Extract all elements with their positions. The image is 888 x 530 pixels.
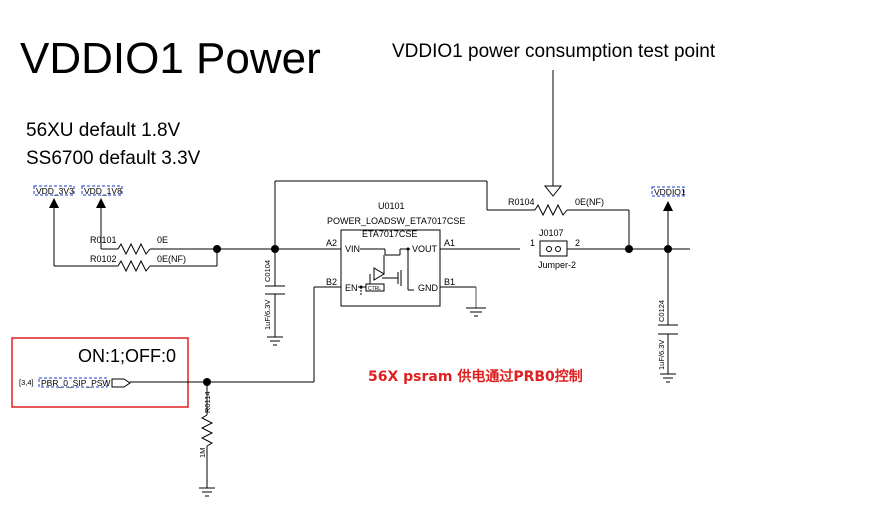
svg-text:Jumper-2: Jumper-2: [538, 260, 576, 270]
page-title: VDDIO1 Power: [20, 34, 321, 83]
svg-text:R0101: R0101: [90, 235, 117, 245]
port-icon: [111, 378, 131, 388]
note-test-point: VDDIO1 power consumption test point: [392, 41, 716, 62]
resistor-r0101: R0101 0E: [90, 235, 275, 256]
svg-text:VOUT: VOUT: [412, 244, 438, 254]
resistor-r0104: R0104 0E(NF): [487, 197, 630, 249]
pin-b1: B1: [444, 277, 455, 287]
highlight-box: [11, 337, 189, 408]
svg-text:0E: 0E: [157, 235, 168, 245]
junction-dot: [625, 245, 633, 253]
note-ss6700-default: SS6700 default 3.3V: [26, 148, 201, 169]
enable-state-note: ON:1;OFF:0: [78, 346, 176, 366]
svg-text:VDD_1V8: VDD_1V8: [84, 186, 122, 196]
svg-text:R0114: R0114: [203, 391, 212, 413]
svg-text:C0124: C0124: [657, 300, 666, 322]
svg-text:1M: 1M: [198, 448, 207, 458]
svg-text:VIN: VIN: [345, 244, 360, 254]
svg-text:POWER_LOADSW_ETA7017CSE: POWER_LOADSW_ETA7017CSE: [327, 216, 465, 226]
svg-text:VDDIO1: VDDIO1: [654, 187, 686, 197]
ground-icon: [466, 287, 486, 317]
svg-text:R0102: R0102: [90, 254, 117, 264]
svg-text:1: 1: [530, 238, 535, 248]
svg-text:U0101: U0101: [378, 201, 405, 211]
capacitor-c0124: C0124 1uF/6.3V: [657, 249, 678, 383]
psram-control-note: 56X psram 供电通过PRB0控制: [368, 368, 583, 385]
svg-text:VDD_3V3: VDD_3V3: [36, 186, 74, 196]
net-label-vdd-1v8: VDD_1V8: [81, 185, 123, 196]
svg-text:2: 2: [575, 238, 580, 248]
pin-a2: A2: [326, 238, 337, 248]
note-56xu-default: 56XU default 1.8V: [26, 120, 181, 141]
sheet-ref: [3,4]: [19, 378, 34, 387]
svg-text:J0107: J0107: [539, 228, 564, 238]
arrow-up-icon: [96, 198, 106, 208]
junction-dot: [213, 245, 221, 253]
svg-text:CTRL: CTRL: [368, 286, 381, 292]
svg-text:0E(NF): 0E(NF): [575, 197, 604, 207]
pin-b2: B2: [326, 277, 337, 287]
pin-a1: A1: [444, 238, 455, 248]
arrow-up-icon: [49, 198, 59, 208]
svg-text:EN: EN: [345, 283, 358, 293]
svg-text:PBR_0_SIP_PSW: PBR_0_SIP_PSW: [41, 378, 110, 388]
ic-u0101-load-switch: U0101 POWER_LOADSW_ETA7017CSE ETA7017CSE…: [327, 201, 465, 307]
arrow-up-icon: [663, 201, 673, 211]
svg-text:0E(NF): 0E(NF): [157, 254, 186, 264]
resistor-r0114: R0114 1M: [198, 382, 215, 497]
svg-text:R0104: R0104: [508, 197, 535, 207]
svg-text:ETA7017CSE: ETA7017CSE: [362, 229, 417, 239]
svg-text:1uF/6.3V: 1uF/6.3V: [263, 300, 272, 330]
net-label-vddio1: VDDIO1: [651, 186, 686, 197]
svg-text:C0104: C0104: [263, 260, 272, 282]
svg-text:GND: GND: [418, 283, 439, 293]
net-label-pbr-0-sip-psw: PBR_0_SIP_PSW: [38, 377, 110, 388]
capacitor-c0104: C0104 1uF/6.3V: [263, 249, 285, 346]
net-label-vdd-3v3: VDD_3V3: [33, 185, 75, 196]
svg-text:1uF/6.3V: 1uF/6.3V: [657, 340, 666, 370]
test-point-icon: [543, 185, 563, 197]
